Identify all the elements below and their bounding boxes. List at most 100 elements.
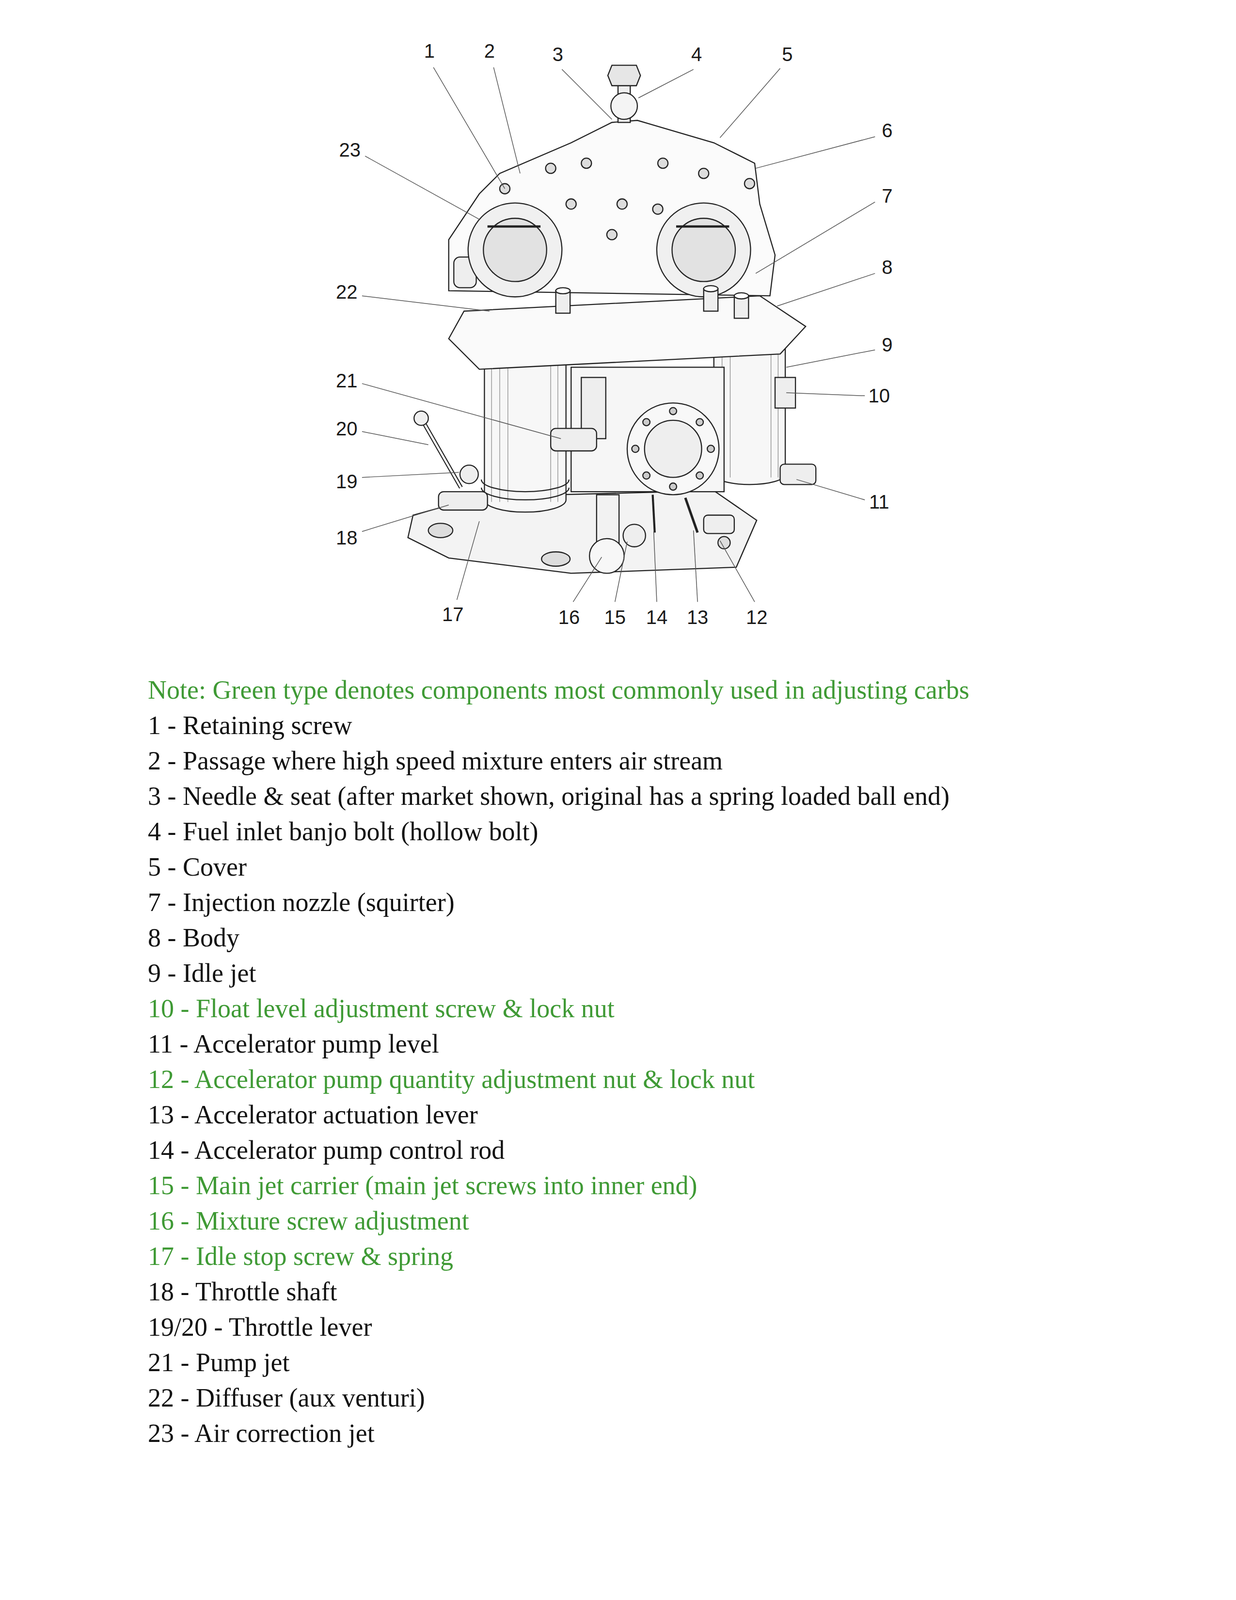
leader-line [719,68,780,138]
carburetor-part-drawing [481,479,570,492]
callout-number: 13 [686,607,709,627]
leader-line [693,530,698,602]
carburetor-part-drawing [698,168,709,179]
leader-line [493,67,521,174]
leader-line [615,541,628,602]
carburetor-part-drawing [669,407,677,415]
carburetor-part-drawing [703,515,735,534]
carburetor-part-drawing [744,178,755,189]
part-key-entry: 3 - Needle & seat (after market shown, o… [147,778,1084,814]
part-key-entry: 17 - Idle stop screw & spring [147,1238,1084,1274]
carburetor-part-drawing [606,229,618,240]
part-key-entry: 22 - Diffuser (aux venturi) [147,1379,1084,1416]
carburetor-part-drawing [545,163,556,174]
callout-number: 12 [745,607,768,627]
carburetor-part-drawing [642,418,650,426]
part-key-entry: 13 - Accelerator actuation lever [147,1096,1084,1133]
carburetor-part-drawing [483,218,547,282]
callout-number: 9 [881,334,893,355]
callout-number: 3 [552,44,564,64]
part-key-entry: 4 - Fuel inlet banjo bolt (hollow bolt) [147,813,1084,850]
carburetor-part-drawing [481,487,570,500]
carburetor-part-drawing [652,494,655,533]
part-key-entry: 11 - Accelerator pump level [147,1026,1084,1062]
leader-line [561,69,612,120]
carburetor-part-drawing [696,418,704,426]
leader-line [638,69,694,98]
leader-line [796,479,865,500]
callout-number: 1 [424,41,435,61]
carburetor-part-drawing [555,287,571,294]
carburetor-part-drawing [413,411,428,426]
carburetor-part-drawing [631,444,639,453]
callout-number: 20 [335,418,358,439]
leader-line [362,472,460,478]
part-key-entry: 12 - Accelerator pump quantity adjustmen… [147,1061,1084,1097]
part-key-entry: 2 - Passage where high speed mixture ent… [147,743,1084,779]
carburetor-part-drawing [421,418,461,488]
leader-line [755,136,875,169]
callout-number: 8 [881,257,893,277]
carburetor-part-drawing [642,471,650,479]
part-key-entry: 1 - Retaining screw [147,707,1084,744]
callout-number: 5 [781,44,793,64]
leader-line [653,531,657,602]
carburetor-part-drawing [729,346,731,477]
carburetor-part-drawing [669,482,677,491]
carburetor-part-drawing [672,218,736,282]
carburetor-part-drawing [656,203,751,298]
leader-line [362,383,561,439]
callout-number: 15 [603,607,626,627]
callout-number: 19 [335,471,358,492]
carburetor-part-drawing [610,92,638,120]
carburetor-part-drawing [734,292,749,300]
carburetor-part-drawing [459,464,479,484]
carburetor-part-drawing [421,418,461,488]
leader-line [572,556,602,603]
part-key-entry: 18 - Throttle shaft [147,1273,1084,1310]
carburetor-part-drawing [627,402,719,495]
carburetor-part-drawing [468,203,563,298]
callout-number: 14 [646,607,668,627]
carburetor-part-drawing [717,536,730,549]
callout-number: 7 [881,186,893,206]
callout-number: 21 [335,370,358,391]
callout-number: 22 [335,282,358,302]
carburetor-part-drawing [703,285,718,292]
carburetor-part-drawing [550,428,597,451]
part-key-entry: 16 - Mixture screw adjustment [147,1203,1084,1239]
leader-line [362,504,449,532]
callout-number: 10 [868,385,890,406]
carburetor-part-drawing [362,65,875,603]
leader-line [364,156,480,220]
leader-line [755,202,875,274]
carburetor-part-drawing [770,346,772,477]
leader-line [786,392,865,396]
leader-line [457,521,480,600]
note-text: Note: Green type denotes components most… [147,672,1084,708]
part-key-entry: 7 - Injection nozzle (squirter) [147,884,1084,920]
callout-number: 11 [869,491,890,512]
carburetor-part-drawing [408,490,758,573]
leader-line [362,295,490,312]
carburetor-part-drawing [685,497,698,533]
carburetor-part-drawing [607,65,641,86]
carburetor-part-drawing [438,491,488,510]
carburetor-part-drawing [428,522,453,538]
part-key-entry: 23 - Air correction jet [147,1415,1084,1451]
carburetor-part-drawing [777,346,779,477]
carburetor-part-drawing [541,551,571,566]
part-key-entry: 8 - Body [147,919,1084,956]
part-key-entry: 15 - Main jet carrier (main jet screws i… [147,1167,1084,1204]
callout-number: 4 [691,44,702,64]
callout-number: 2 [484,41,495,61]
callout-number: 23 [338,140,361,160]
part-key-entry: 14 - Accelerator pump control rod [147,1132,1084,1168]
carburetor-part-drawing [448,295,806,369]
part-key-entry: 10 - Float level adjustment screw & lock… [147,990,1084,1027]
carburetor-part-drawing [780,463,817,485]
callout-number: 6 [881,120,893,141]
leader-line [362,431,429,445]
carburetor-part-drawing [696,471,704,479]
carburetor-part-drawing [644,420,702,478]
